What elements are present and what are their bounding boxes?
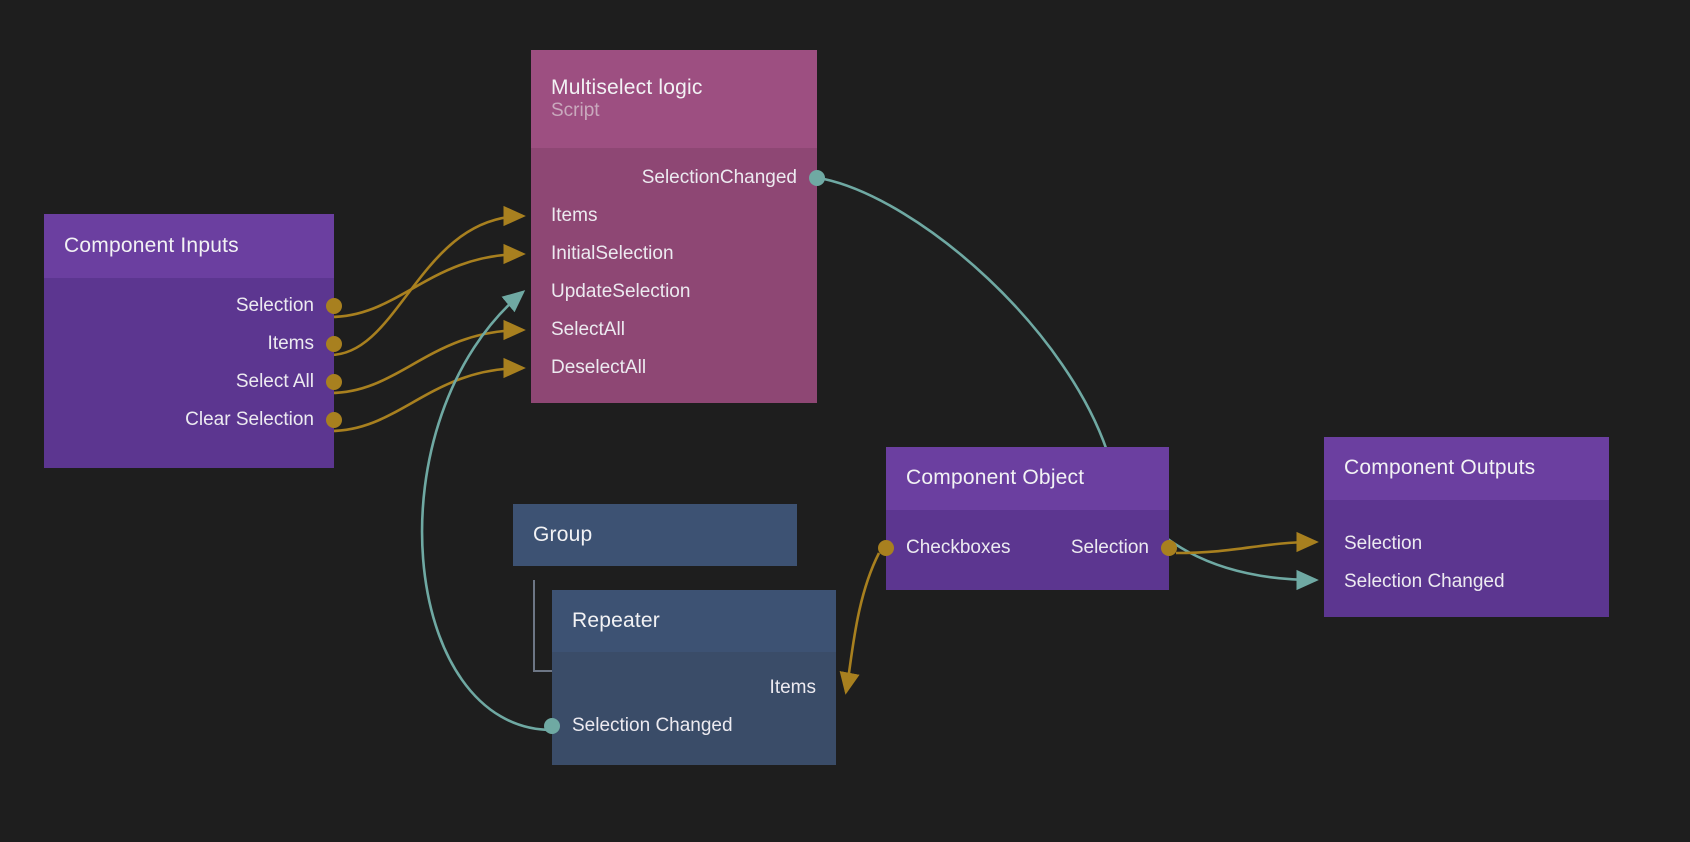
port-label: Items — [267, 332, 314, 354]
node-subtitle: Script — [551, 99, 600, 121]
port-label: InitialSelection — [551, 242, 674, 264]
port-label: Select All — [235, 370, 314, 392]
port-row-clear-selection[interactable]: Clear Selection — [44, 400, 342, 438]
port-row-selectall[interactable]: SelectAll — [531, 310, 817, 348]
port-row-selection-changed[interactable]: Selection Changed — [544, 706, 836, 744]
node-title: Component Object — [906, 466, 1085, 490]
node-header[interactable]: Repeater — [552, 590, 836, 652]
port-dot-selection[interactable] — [325, 297, 343, 315]
node-body: Items Selection Changed — [544, 652, 836, 765]
node-header[interactable]: Group — [513, 504, 797, 566]
port-row-selection[interactable]: Selection — [1324, 524, 1609, 562]
node-component-outputs[interactable]: Component Outputs Selection Selection Ch… — [1324, 437, 1609, 617]
port-row-selectionchanged[interactable]: SelectionChanged — [531, 158, 825, 196]
port-dot-clear-selection[interactable] — [325, 411, 343, 429]
node-multiselect-logic[interactable]: Multiselect logic Script SelectionChange… — [531, 50, 825, 403]
node-header[interactable]: Component Inputs — [44, 214, 334, 278]
node-title: Group — [533, 522, 593, 546]
port-label: Items — [551, 204, 598, 226]
node-title: Component Outputs — [1344, 456, 1536, 480]
node-title: Repeater — [572, 608, 660, 632]
node-title: Multiselect logic — [551, 75, 703, 99]
port-label: SelectAll — [551, 318, 625, 340]
port-row-select-all[interactable]: Select All — [44, 362, 342, 400]
port-label: Clear Selection — [185, 408, 314, 430]
wire-object-checkboxes-to-repeater-items — [839, 552, 881, 695]
port-row-selection[interactable]: Selection — [44, 286, 342, 324]
wire-inputs-selectall-to-selectall — [329, 319, 526, 395]
port-row-initialselection[interactable]: InitialSelection — [531, 234, 817, 272]
port-dot-selectionchanged[interactable] — [808, 169, 826, 187]
node-body: Checkboxes Selection — [878, 510, 1177, 590]
node-title: Component Inputs — [64, 233, 239, 257]
port-row-items[interactable]: Items — [552, 668, 836, 706]
node-component-inputs[interactable]: Component Inputs Selection Items Select … — [44, 214, 342, 468]
node-body: Selection Items Select All Clear Selecti… — [44, 278, 342, 468]
port-label: UpdateSelection — [551, 280, 691, 302]
node-component-object[interactable]: Component Object Checkboxes Selection — [878, 447, 1177, 590]
port-label: Selection Changed — [1344, 570, 1505, 592]
node-group[interactable]: Group — [513, 504, 797, 566]
port-dot-select-all[interactable] — [325, 373, 343, 391]
node-repeater[interactable]: Repeater Items Selection Changed — [544, 590, 836, 765]
node-body: Selection Selection Changed — [1324, 500, 1609, 617]
port-label-selection: Selection — [1070, 536, 1149, 558]
port-row-updateselection[interactable]: UpdateSelection — [531, 272, 817, 310]
wire-inputs-items-to-items — [329, 205, 526, 357]
port-row-selection-changed[interactable]: Selection Changed — [1324, 562, 1609, 600]
node-header[interactable]: Component Object — [886, 447, 1169, 510]
port-row-items[interactable]: Items — [44, 324, 342, 362]
node-header[interactable]: Component Outputs — [1324, 437, 1609, 500]
wire-inputs-clearselection-to-deselectall — [329, 357, 526, 433]
port-dot-selection[interactable] — [1160, 539, 1178, 557]
node-header[interactable]: Multiselect logic Script — [531, 50, 817, 148]
port-label: DeselectAll — [551, 356, 647, 378]
port-label-checkboxes: Checkboxes — [906, 536, 1011, 558]
node-body: SelectionChanged Items InitialSelection … — [531, 148, 825, 403]
port-dot-checkboxes[interactable] — [877, 539, 895, 557]
port-row-items[interactable]: Items — [531, 196, 817, 234]
port-dot-items[interactable] — [325, 335, 343, 353]
port-dot-selection-changed[interactable] — [543, 717, 561, 735]
port-row-checkboxes-selection[interactable]: Checkboxes Selection — [878, 528, 1177, 566]
wire-object-selection-to-outputs-selection — [1175, 531, 1319, 555]
port-label: Selection Changed — [572, 714, 733, 736]
port-label: Items — [769, 676, 816, 698]
port-row-deselectall[interactable]: DeselectAll — [531, 348, 817, 386]
port-label: Selection — [1344, 532, 1423, 554]
port-label: Selection — [235, 294, 314, 316]
wire-inputs-selection-to-initialselection — [329, 243, 526, 319]
port-label: SelectionChanged — [641, 166, 797, 188]
